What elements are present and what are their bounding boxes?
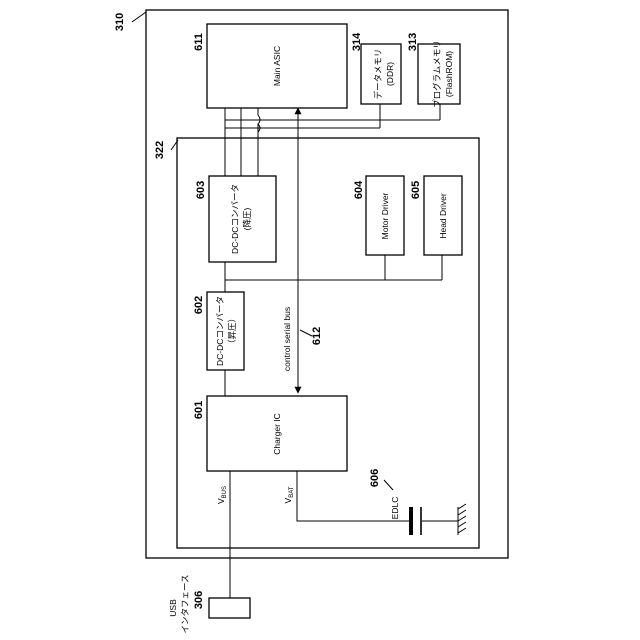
dcdc-step-up-sub: （昇圧） — [227, 314, 237, 348]
data-memory-sub: (DDR) — [385, 62, 395, 86]
vbus-label: VBUS — [216, 486, 228, 504]
motor-driver-ref: 604 — [353, 180, 365, 199]
usb-interface-block — [209, 598, 250, 618]
device-ref: 310 — [114, 13, 126, 31]
data-memory-ref: 314 — [351, 32, 363, 51]
control-bus-ref: 612 — [311, 327, 323, 345]
program-memory-sub: (FlashROM) — [444, 51, 454, 97]
dcdc-step-up-ref: 602 — [193, 296, 205, 314]
main-asic-ref: 611 — [193, 33, 205, 51]
edlc-capacitor-plate — [409, 507, 413, 535]
edlc-ref: 606 — [369, 469, 381, 487]
control-bus-label: control serial bus — [282, 307, 292, 371]
charger-ic-ref: 601 — [193, 401, 205, 419]
dcdc-step-up-label: DC-DCコンバータ — [215, 296, 225, 366]
charger-ic-label: Charger IC — [272, 413, 282, 455]
device-ref-leader — [132, 12, 146, 22]
data-memory-label: データメモリ — [373, 49, 383, 100]
usb-ref: 306 — [193, 591, 205, 609]
motor-driver-label: Motor Driver — [380, 192, 390, 239]
ground-icon — [458, 504, 466, 535]
wire-603-asic-3 — [258, 107, 260, 176]
edlc-label: EDLC — [390, 497, 400, 520]
program-memory-ref: 313 — [407, 33, 419, 51]
program-memory-label: プログラムメモリ — [432, 40, 442, 108]
dcdc-step-down-sub: (降圧) — [242, 208, 252, 231]
main-asic-label: Main ASIC — [272, 46, 282, 86]
dcdc-step-up-block — [207, 292, 244, 370]
usb-label: USB — [168, 599, 178, 617]
dcdc-step-down-label: DC-DCコンバータ — [230, 184, 240, 254]
vbat-label: VBAT — [283, 486, 295, 503]
edlc-ref-leader — [384, 480, 393, 490]
board-ref: 322 — [154, 141, 166, 159]
dcdc-step-down-ref: 603 — [195, 181, 207, 199]
usb-sub: インタフェース — [180, 574, 190, 633]
head-driver-label: Head Driver — [438, 193, 448, 239]
head-driver-ref: 605 — [410, 181, 422, 199]
